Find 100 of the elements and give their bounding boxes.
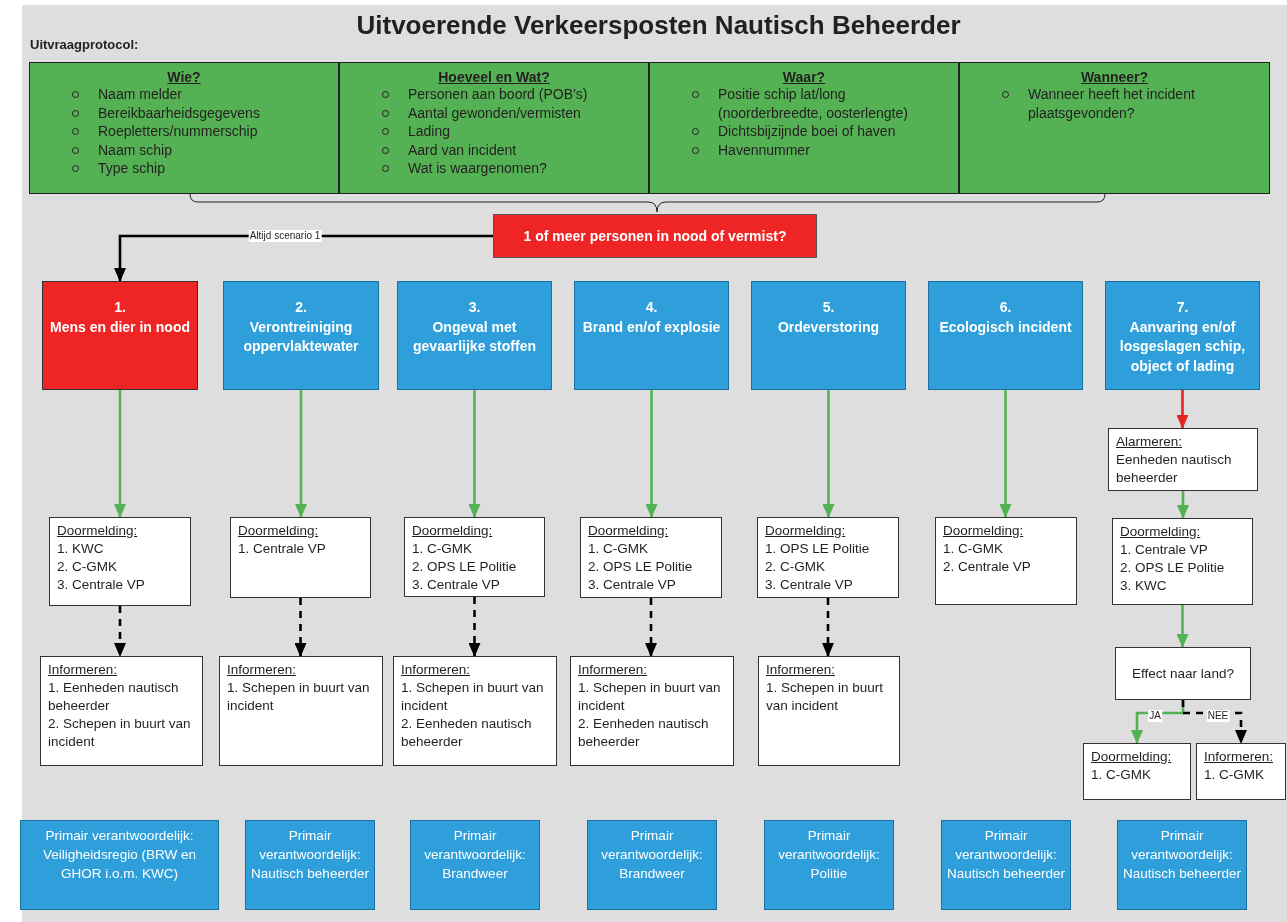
list-item: 1. OPS LE Politie (765, 540, 871, 559)
list-item: 1. C-GMK (943, 540, 1004, 559)
list-item: 1. Eenheden nautisch beheerder (48, 679, 180, 716)
responsible-party: Veiligheidsregio (BRW en GHOR i.o.m. KWC) (42, 845, 197, 883)
list-item: Positie schip lat/long (noorderbreedte, oosterlengte) (690, 85, 948, 123)
scenario-number: 3. (467, 298, 482, 317)
scenario-title: Ongeval met gevaarlijke stoffen (412, 317, 537, 357)
arrow (295, 390, 307, 518)
list-item: 2. C-GMK (765, 558, 826, 577)
list-item: 1. Schepen in buurt van incident (227, 679, 371, 716)
question-column (649, 62, 959, 194)
list-item: Wat is waargenomen? (380, 159, 638, 179)
responsibility-box (587, 820, 717, 910)
list-item: Bereikbaarheidsgegevens (70, 103, 328, 123)
list-item: Havennummer (690, 140, 948, 160)
edge-label: JA (1148, 710, 1162, 722)
question-text: Effect naar land? (1132, 664, 1234, 683)
list-item: 3. Centrale VP (588, 576, 677, 595)
list-item: Personen aan boord (POB’s) (380, 85, 638, 104)
list-item: 2. Eenheden nautisch beheerder (401, 715, 533, 752)
responsibility-label: Primair verantwoordelijk: (1130, 827, 1234, 864)
action-box (40, 656, 203, 766)
arrow (1177, 491, 1189, 519)
box-heading: Informeren: (578, 661, 649, 679)
scenario-box (574, 281, 729, 390)
scenario-box (751, 281, 906, 390)
list-item: 2. Centrale VP (943, 558, 1032, 577)
responsibility-label: Primair verantwoordelijk: (423, 827, 527, 864)
list-item: Lading (380, 122, 638, 141)
box-heading: Doormelding: (1120, 523, 1202, 541)
action-box (935, 517, 1077, 605)
action-box (1083, 743, 1191, 800)
box-heading: Informeren: (227, 661, 298, 679)
list-item: 2. OPS LE Politie (588, 558, 694, 577)
dashed-arrow (114, 606, 126, 657)
action-box (49, 517, 191, 606)
edge-label: Altijd scenario 1 (248, 230, 322, 242)
responsible-party: Brandweer (618, 864, 686, 883)
responsible-party: Nautisch beheerder (946, 864, 1066, 883)
action-box (393, 656, 557, 766)
list-item: Dichtsbijzijnde boei of haven (690, 122, 948, 141)
dashed-arrow (645, 598, 657, 657)
column-heading: Wie? (166, 69, 202, 85)
arrow (645, 390, 658, 518)
dashed-arrow (1181, 700, 1247, 744)
responsible-party: Brandweer (441, 864, 509, 883)
list-item: 2. OPS LE Politie (1120, 559, 1226, 578)
scenario-box (1105, 281, 1260, 390)
column-heading: Waar? (781, 69, 827, 85)
responsibility-box (764, 820, 894, 910)
box-heading: Informeren: (48, 661, 119, 679)
responsibility-label: Primair verantwoordelijk: (258, 827, 362, 864)
box-heading: Doormelding: (765, 522, 847, 540)
box-heading: Doormelding: (238, 522, 320, 540)
scenario-number: 2. (294, 298, 308, 317)
list-item: Roepletters/nummerschip (70, 122, 328, 141)
list-item: Aantal gewonden/vermisten (380, 103, 638, 123)
arrow (999, 390, 1012, 518)
box-heading: Informeren: (401, 661, 472, 679)
list-item: 3. KWC (1120, 577, 1168, 596)
question-column (29, 62, 339, 194)
scenario-number: 4. (644, 298, 659, 317)
scenario-title: Aanvaring en/of losgeslagen schip, object of lading (1118, 317, 1247, 376)
responsibility-label: Primair verantwoordelijk: (600, 827, 704, 864)
list-item: 2. Schepen in buurt van incident (48, 715, 192, 752)
list-item: 1. C-GMK (412, 540, 473, 559)
responsibility-box (245, 820, 375, 910)
scenario-number: 6. (998, 298, 1013, 317)
decision-box (1115, 647, 1251, 700)
box-heading: Doormelding: (588, 522, 670, 540)
list-item: 2. Eenheden nautisch beheerder (578, 715, 710, 752)
list-item: 1. Schepen in buurt van incident (578, 679, 722, 716)
scenario-title: Verontreiniging oppervlaktewater (242, 317, 360, 357)
scenario-box (223, 281, 379, 390)
list-item: 3. Centrale VP (57, 576, 146, 595)
list-item: 2. OPS LE Politie (412, 558, 518, 577)
list-item: 1. C-GMK (1091, 766, 1152, 785)
responsibility-box (1117, 820, 1247, 910)
column-heading: Wanneer? (1079, 69, 1150, 85)
responsible-party: Politie (809, 864, 849, 883)
question-column (339, 62, 649, 194)
list-item: Naam melder (70, 85, 328, 104)
edge-label: NEE (1206, 710, 1230, 722)
list-item: 1. Schepen in buurt van incident (401, 679, 545, 716)
scenario-number: 7. (1175, 298, 1190, 317)
list-item: Eenheden nautisch beheerder (1116, 451, 1233, 488)
list-item: 2. C-GMK (57, 558, 118, 577)
action-box (404, 517, 545, 597)
list-item: 1. Schepen in buurt van incident (766, 679, 885, 716)
responsibility-label: Primair verantwoordelijk: (777, 827, 881, 864)
box-heading: Doormelding: (57, 522, 139, 540)
action-box (230, 517, 371, 598)
list-item: 1. KWC (57, 540, 105, 559)
question-text: 1 of meer personen in nood of vermist? (523, 226, 787, 246)
list-item: Wanneer heeft het incident plaatsgevonden? (1000, 85, 1259, 123)
arrow (1176, 605, 1189, 648)
scenario-number: 1. (113, 298, 127, 317)
scenario-box (42, 281, 198, 390)
section-label: Uitvraagprotocol: (30, 37, 139, 52)
list-item: 3. Centrale VP (765, 576, 854, 595)
